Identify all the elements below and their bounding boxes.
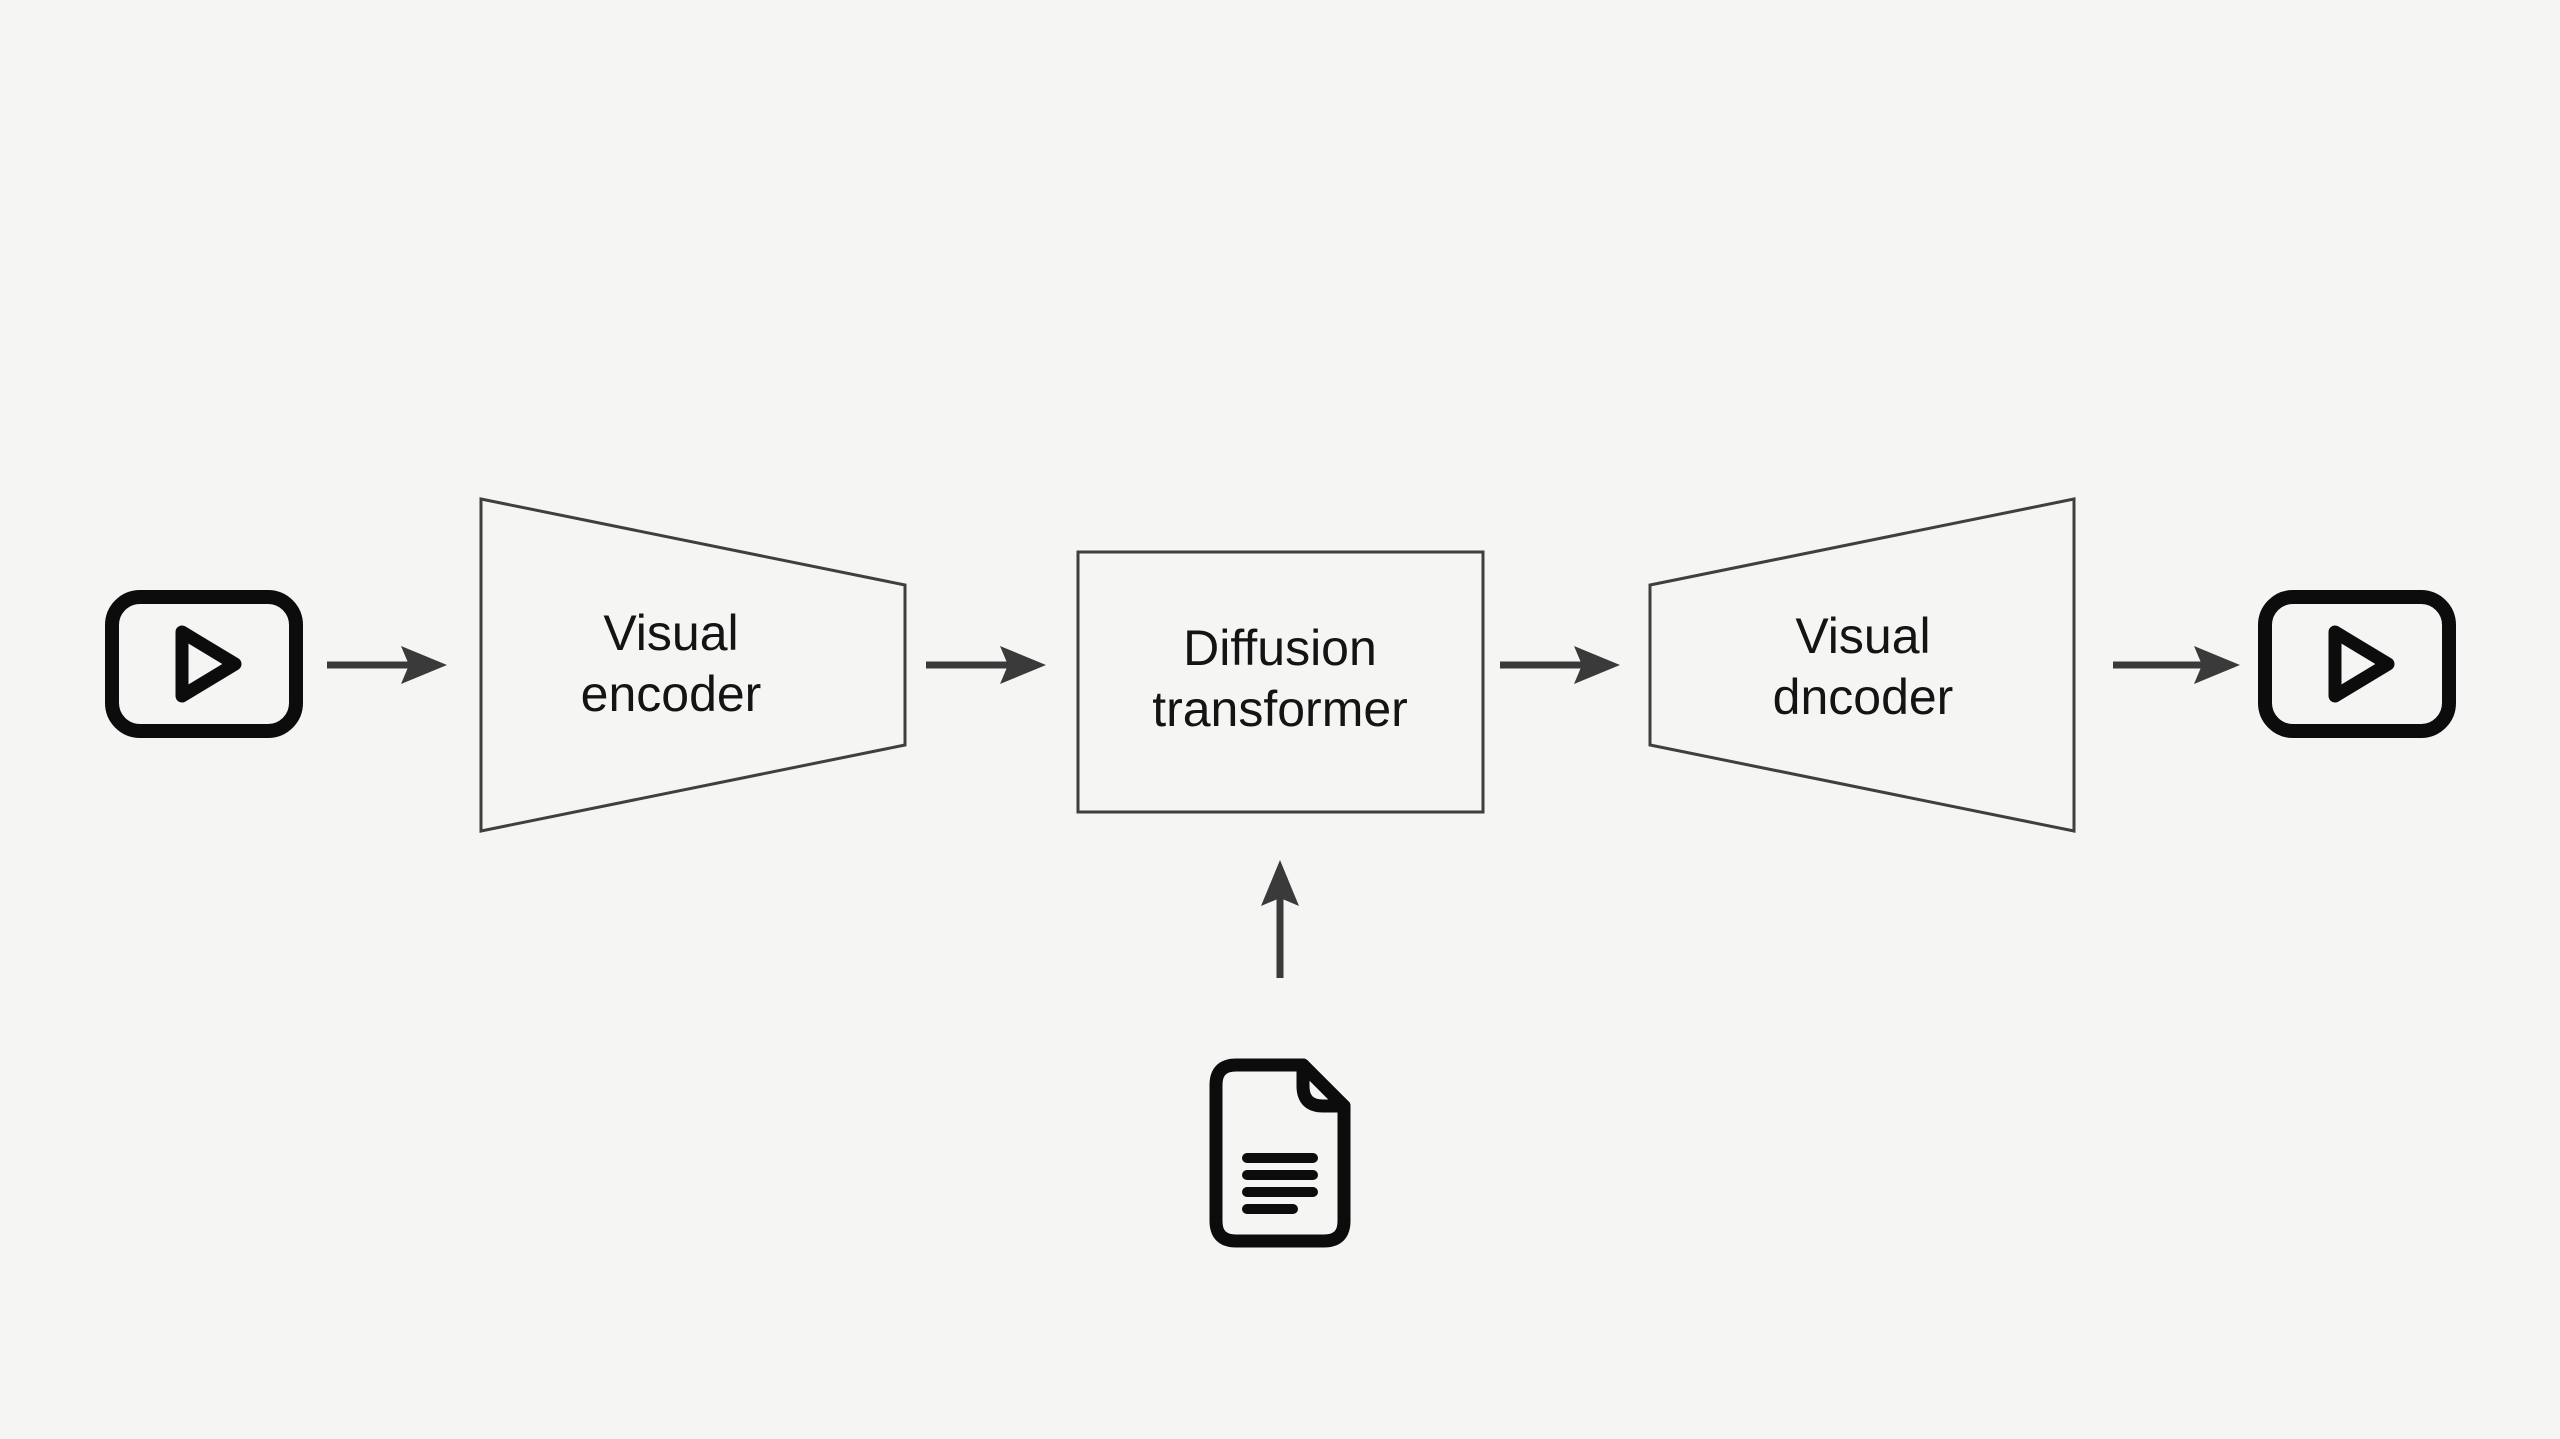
output-video-play-icon bbox=[2258, 590, 2456, 738]
visual-encoder-shape bbox=[479, 497, 907, 833]
input-video-play-icon bbox=[105, 590, 303, 738]
arrow-prompt-to-transformer bbox=[1261, 860, 1299, 978]
visual-encoder-label: Visual encoder bbox=[581, 603, 762, 725]
diffusion-transformer-shape bbox=[1076, 550, 1485, 814]
visual-encoder-label-line2: encoder bbox=[580, 666, 762, 722]
visual-decoder-label-line1: Visual bbox=[1795, 608, 1931, 664]
arrow-decoder-to-output bbox=[2113, 646, 2240, 684]
diffusion-transformer-label-line2: transformer bbox=[1152, 681, 1408, 737]
visual-encoder-label-line1: Visual bbox=[603, 605, 739, 661]
diffusion-transformer-label-line1: Diffusion bbox=[1183, 620, 1377, 676]
diffusion-transformer-label: Diffusion transformer bbox=[1152, 618, 1408, 740]
arrow-input-to-encoder bbox=[327, 646, 447, 684]
visual-decoder-label-line2: dncoder bbox=[1772, 669, 1954, 725]
document-text-icon bbox=[1209, 1058, 1351, 1248]
visual-decoder-label: Visual dncoder bbox=[1773, 606, 1954, 728]
arrow-transformer-to-decoder bbox=[1500, 646, 1620, 684]
visual-decoder-shape bbox=[1648, 497, 2076, 833]
arrow-encoder-to-transformer bbox=[926, 646, 1046, 684]
